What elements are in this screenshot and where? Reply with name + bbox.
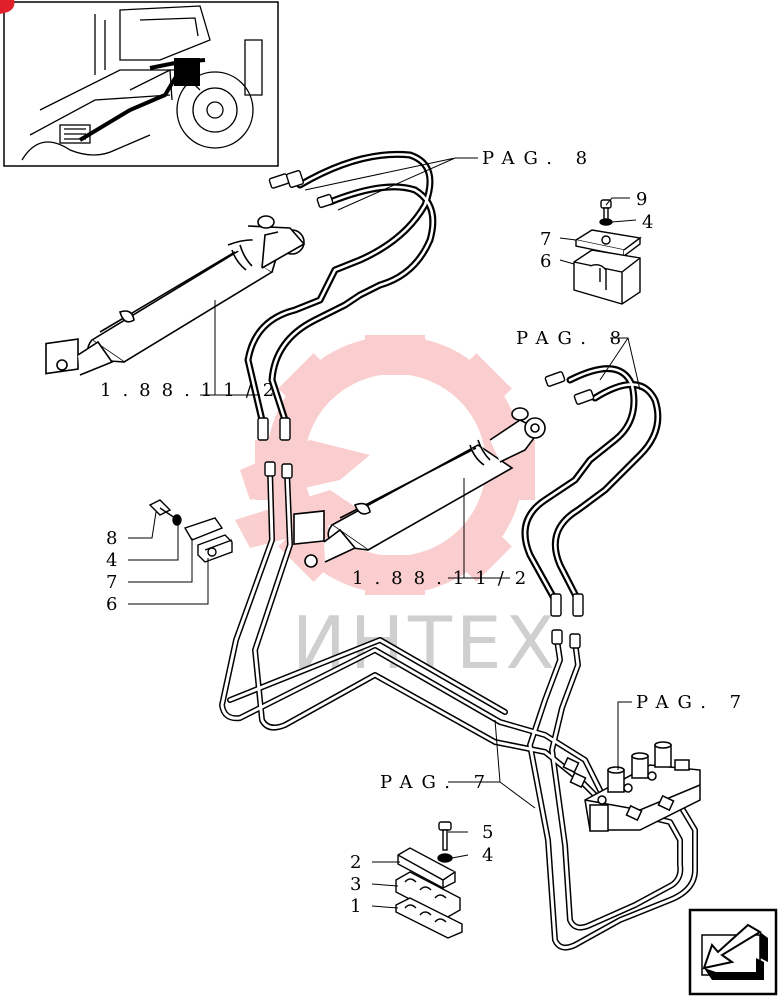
callout-5: 5: [482, 822, 493, 843]
hose-fittings: [257, 169, 595, 649]
page-ref-valve: PAG. 7: [636, 692, 750, 713]
callout-4-top: 4: [642, 212, 653, 233]
callout-2: 2: [350, 852, 361, 873]
callout-4-bottom: 4: [482, 845, 493, 866]
hydraulic-lines: [219, 150, 698, 951]
tractor-thumbnail: [0, 0, 279, 167]
callout-3: 3: [350, 874, 361, 895]
callout-4-left: 4: [106, 550, 117, 571]
hydraulic-cylinder-right: [293, 407, 546, 568]
control-valve-block: [562, 741, 701, 832]
callout-1: 1: [350, 896, 361, 917]
clamp-assembly-top: [573, 199, 642, 305]
leader-lines: [128, 157, 641, 909]
cylinder-ref-left: 1.88.11/2: [100, 380, 285, 401]
hydraulic-cylinder-left: [45, 215, 306, 376]
page-ref-lower: PAG. 7: [380, 772, 494, 793]
next-page-arrow-icon[interactable]: [688, 908, 778, 996]
cylinder-ref-right: 1.88.11/2: [352, 568, 537, 589]
callout-9: 9: [636, 189, 647, 210]
callout-8: 8: [106, 528, 117, 549]
callout-6-left: 6: [106, 594, 117, 615]
clamp-assembly-bottom: [395, 821, 463, 939]
callout-7-top: 7: [540, 229, 551, 250]
page-ref-upper: PAG. 8: [482, 148, 596, 169]
corner-marker-icon: [0, 0, 15, 14]
callout-6-top: 6: [540, 251, 551, 272]
page-ref-middle: PAG. 8: [516, 328, 630, 349]
clamp-assembly-left: [148, 499, 233, 563]
callout-7-left: 7: [106, 572, 117, 593]
